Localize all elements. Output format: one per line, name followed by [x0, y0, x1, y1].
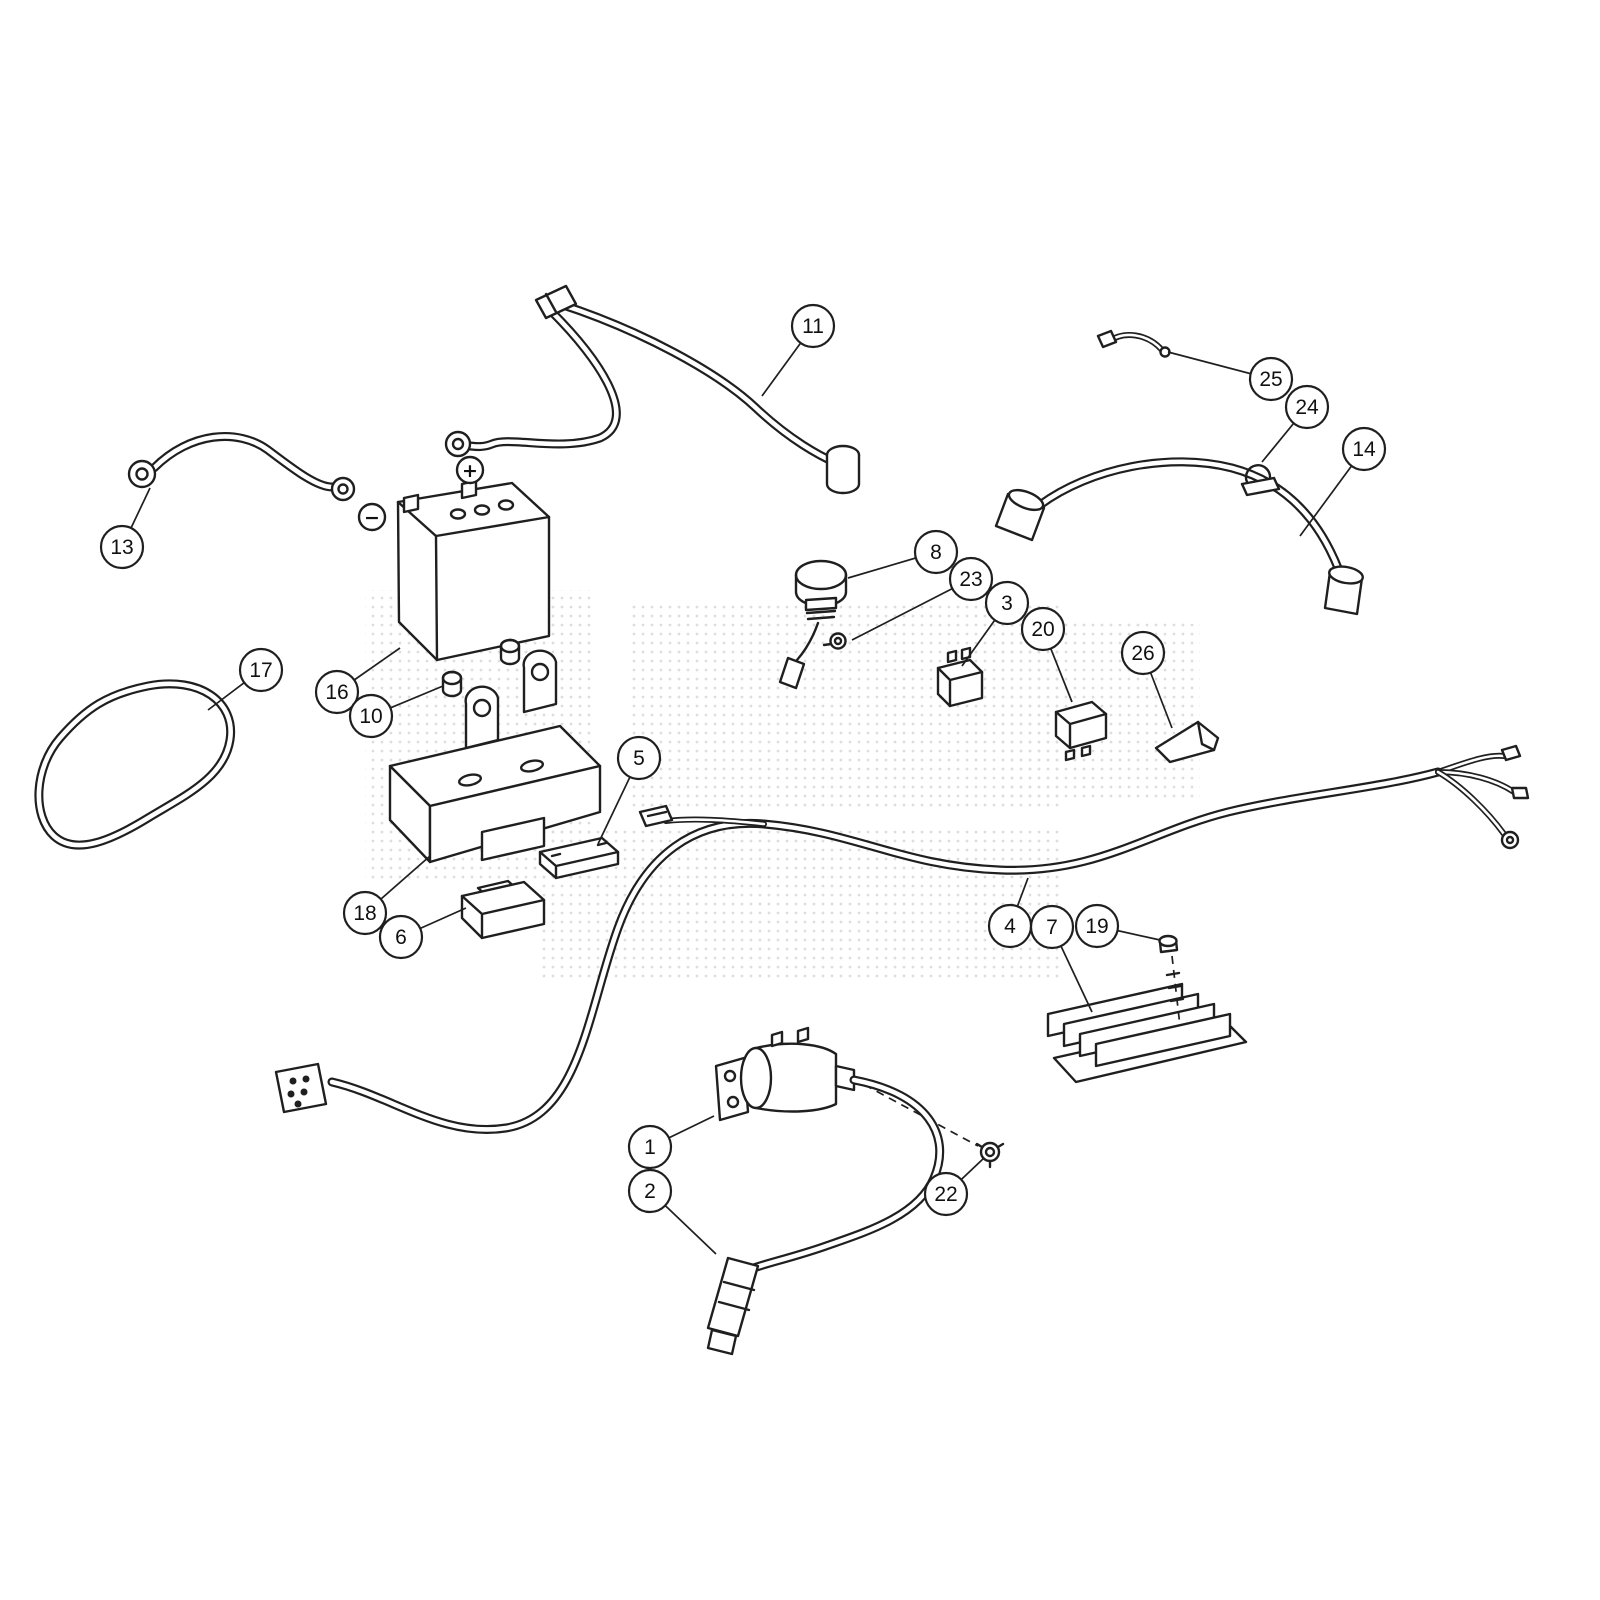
callout-5[interactable]: 5: [597, 735, 662, 845]
battery: + −: [357, 455, 551, 662]
callout-14[interactable]: 14: [1299, 426, 1387, 537]
regulator-screw: [1158, 934, 1185, 1027]
callout-23[interactable]: 23: [851, 556, 994, 641]
svg-text:14: 14: [1352, 438, 1376, 461]
sensor: [778, 559, 848, 690]
callout-1[interactable]: 1: [627, 1115, 715, 1170]
cable-clamp: [1240, 464, 1281, 497]
svg-text:16: 16: [325, 681, 348, 704]
callout-26[interactable]: 26: [1120, 630, 1173, 729]
callout-11[interactable]: 11: [761, 303, 836, 397]
cable-loop: [34, 679, 236, 850]
battery-positive-symbol: +: [462, 460, 478, 482]
wedge: [1154, 720, 1220, 764]
callout-20[interactable]: 20: [1020, 606, 1073, 703]
callout-19[interactable]: 19: [1074, 903, 1161, 949]
svg-text:6: 6: [395, 926, 407, 949]
callout-10[interactable]: 10: [348, 685, 444, 739]
svg-text:10: 10: [359, 705, 382, 728]
svg-text:18: 18: [353, 902, 376, 925]
svg-text:8: 8: [930, 541, 942, 564]
battery-negative-symbol: −: [364, 507, 380, 529]
svg-text:22: 22: [934, 1183, 957, 1206]
svg-text:5: 5: [633, 747, 645, 770]
battery-tray: [388, 649, 602, 864]
watermark-dots: [365, 590, 1200, 980]
svg-text:19: 19: [1085, 915, 1108, 938]
svg-text:7: 7: [1046, 916, 1058, 939]
callout-6[interactable]: 6: [378, 907, 467, 960]
svg-text:3: 3: [1001, 592, 1013, 615]
callout-18[interactable]: 18: [342, 855, 431, 936]
nut: [975, 1141, 1005, 1169]
starter-cable: [994, 457, 1364, 616]
battery-positive-cable: [444, 284, 861, 495]
callout-3[interactable]: 3: [961, 580, 1030, 667]
fuse: [538, 836, 620, 880]
wiring-harness: [274, 744, 1530, 1134]
fuse-holder: [460, 879, 546, 940]
callout-17[interactable]: 17: [207, 647, 284, 711]
svg-text:23: 23: [959, 568, 982, 591]
clip-nut: [822, 632, 847, 650]
svg-text:13: 13: [110, 536, 133, 559]
svg-text:11: 11: [802, 315, 824, 338]
svg-text:20: 20: [1031, 618, 1054, 641]
svg-text:24: 24: [1295, 396, 1319, 419]
callout-22[interactable]: 22: [923, 1157, 985, 1217]
terminal-caps: [441, 638, 521, 698]
callout-25[interactable]: 25: [1167, 351, 1294, 402]
bolt-axis: [851, 1077, 979, 1147]
svg-text:1: 1: [644, 1136, 656, 1159]
svg-text:25: 25: [1259, 368, 1282, 391]
ground-cable: [127, 431, 356, 502]
callout-24[interactable]: 24: [1261, 384, 1330, 463]
svg-text:2: 2: [644, 1180, 656, 1203]
spark-plug-lead: [706, 1075, 945, 1356]
regulator: [1046, 982, 1248, 1084]
ignition-coil: [714, 1026, 979, 1147]
jumper-wire: [1096, 329, 1171, 358]
callout-2[interactable]: 2: [627, 1168, 717, 1255]
relay-b: [1054, 700, 1108, 762]
svg-text:4: 4: [1004, 915, 1016, 938]
callout-7[interactable]: 7: [1029, 904, 1093, 1013]
svg-text:26: 26: [1131, 642, 1154, 665]
callout-13[interactable]: 13: [99, 487, 151, 570]
relay-a: [936, 646, 984, 708]
callout-16[interactable]: 16: [314, 647, 401, 715]
svg-text:17: 17: [249, 659, 272, 682]
callout-8[interactable]: 8: [847, 529, 959, 579]
